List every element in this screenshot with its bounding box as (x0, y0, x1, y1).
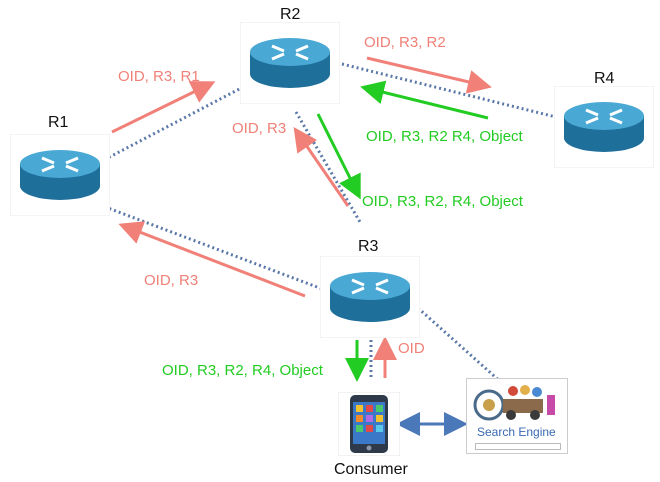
router-icon (10, 134, 110, 216)
router-r4 (554, 86, 654, 168)
search-engine-logo-icon (473, 385, 555, 421)
router-r2 (240, 22, 340, 104)
arrow-r2-to-r3 (316, 113, 361, 200)
label-r3-to-r2: OID, R3 (232, 120, 287, 137)
router-r3 (320, 256, 420, 338)
arrow-r3-to-r2 (293, 127, 350, 207)
consumer-device (337, 391, 401, 457)
arrow-r3-to-r1 (118, 221, 306, 298)
label-r3-to-r1: OID, R3 (144, 272, 199, 289)
label-r2-to-r3: OID, R3, R2, R4, Object (362, 193, 523, 210)
arrow-r1-to-r2 (111, 81, 216, 134)
router-r1 (10, 134, 110, 216)
label-r4-to-r2: OID, R3, R2 R4, Object (366, 128, 523, 145)
router-icon (240, 22, 340, 104)
router-icon (554, 86, 654, 168)
link-r1-r3 (99, 203, 326, 292)
link-r1-r2 (99, 84, 246, 164)
arrow-r2-to-r4 (366, 56, 492, 94)
label-r1-to-r2: OID, R3, R1 (118, 68, 200, 85)
search-engine: Search Engine (466, 378, 568, 454)
router-icon (320, 256, 420, 338)
router-r2-name: R2 (280, 6, 301, 23)
label-r2-to-r4: OID, R3, R2 (364, 34, 446, 51)
search-engine-label: Search Engine (477, 425, 556, 439)
router-r4-name: R4 (594, 70, 615, 87)
arrow-r4-to-r2 (360, 80, 489, 120)
router-r1-name: R1 (48, 114, 69, 131)
consumer-label: Consumer (334, 461, 408, 478)
search-engine-bar (475, 443, 561, 450)
label-r3-to-consumer: OID, R3, R2, R4, Object (162, 362, 323, 379)
link-r2-r3 (294, 111, 362, 223)
smartphone-icon (337, 391, 401, 457)
label-consumer-to-r3: OID (398, 340, 425, 357)
router-r3-name: R3 (358, 238, 379, 255)
